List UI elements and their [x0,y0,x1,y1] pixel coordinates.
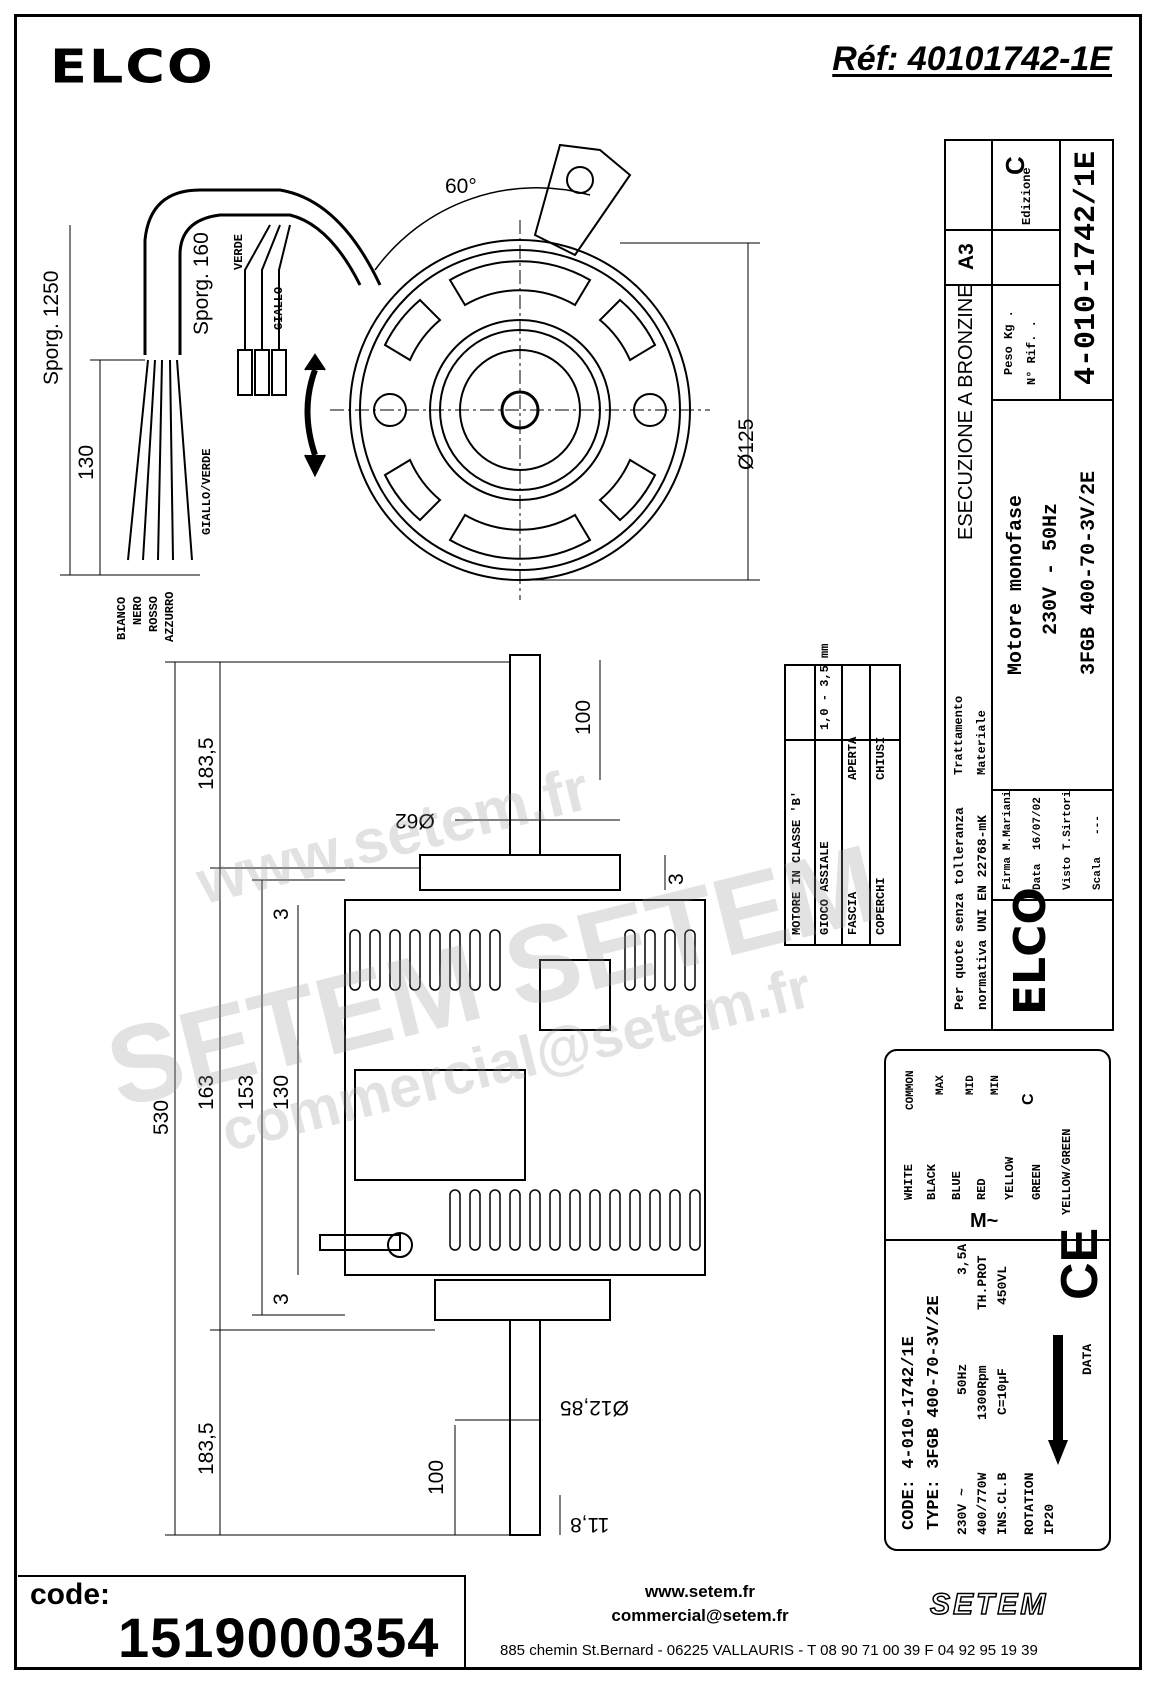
nameplate-current: 3,5A [955,1243,970,1275]
wire-white: WHITE [902,1163,916,1200]
nameplate-code: CODE: 4-010-1742/1E [900,1336,919,1530]
dim-530: 530 [150,1099,173,1135]
wire-rosso: ROSSO [147,595,161,632]
code-value: 1519000354 [118,1606,440,1669]
wire-blue: BLUE [950,1171,964,1200]
sporg-160-label: Sporg. 160 [190,232,213,335]
wire-nero: NERO [131,596,145,625]
wire-azzurro: AZZURRO [163,591,177,642]
class-row-0: MOTORE IN CLASSE 'B' [790,790,804,935]
drawing-number: 4-010-1742/1E [1070,150,1104,385]
treatment-label: Trattamento [952,695,966,775]
code-box [18,1575,466,1669]
voltage-frequency: 230V - 50Hz [1040,502,1063,635]
wiring-min: MIN [990,1075,1002,1095]
dim-100-bottom: 100 [425,1459,448,1495]
reference-number: Réf: 40101742-1E [832,40,1112,78]
footer-website[interactable]: www.setem.fr [645,1582,755,1601]
date-label: Data [1032,863,1044,890]
motor-type: Motore monofase [1005,494,1028,675]
scale-value: --- [1092,815,1104,835]
motor-symbol: M~ [970,1210,999,1232]
nameplate-rpm: 1300Rpm [975,1365,990,1420]
edition-label: Edizione [1020,167,1034,225]
wiring-max: MAX [935,1075,947,1095]
material-label: Materiale [975,710,989,775]
wire-giallo-verde: GIALLO/VERDE [200,448,214,535]
title-block [944,139,1114,1031]
dim-diameter-12-85: Ø12,85 [560,1396,629,1419]
nameplate-frequency: 50Hz [955,1363,970,1395]
code-label: code: [30,1578,111,1611]
title-block-logo: ELCO [1005,887,1056,1015]
capacitor-label: C [1020,1093,1037,1105]
wire-bianco: BIANCO [115,596,129,640]
nameplate-data: DATA [1080,1343,1095,1375]
motor-model: 3FGB 400-70-3V/2E [1078,470,1101,675]
wire-red: RED [975,1178,989,1200]
nameplate-power: 400/770W [975,1472,990,1535]
nameplate-cap-voltage: 450VL [995,1265,1010,1305]
tolerance-note-1: Per quote senza tolleranza [952,807,967,1010]
pulley-top [419,854,621,891]
signature-value: M.Mariani [1002,790,1014,850]
wire-yellow-green: YELLOW/GREEN [1060,1128,1074,1215]
tolerance-note-2: normativa UNI EN 22768-mK [975,814,990,1010]
ce-mark: CE [1051,1227,1109,1300]
nameplate-insulation: INS.CL.B [995,1472,1010,1535]
nameplate-thermal: TH.PROT [975,1255,990,1310]
dim-130-side: 130 [270,1074,293,1110]
wire-verde: VERDE [232,233,246,270]
wire-yellow: YELLOW [1003,1156,1017,1200]
wiring-mid: MID [965,1075,977,1095]
drawing-frame [14,14,1142,1670]
ref-label: N° Rif. . [1025,320,1039,385]
nameplate-voltage: 230V ~ [955,1488,970,1535]
date-value: 16/07/02 [1032,797,1044,850]
checked-value: T.Sirtori [1062,790,1074,850]
nameplate-ip: IP20 [1042,1503,1057,1535]
nameplate-capacitor: C=10µF [995,1368,1010,1415]
nameplate [884,1049,1111,1551]
wire-green: GREEN [1030,1163,1044,1200]
class-row-3-value: CHIUSI [874,736,888,780]
weight-label: Peso Kg . [1002,310,1016,375]
class-row-1-value: 1,0 - 3,5 mm [818,643,832,730]
wire-giallo: GIALLO [272,286,286,330]
dim-3-upper: 3 [270,908,293,920]
dim-100-top: 100 [572,699,595,735]
dim-183-bottom: 183,5 [195,1422,218,1475]
diameter-125-label: Ø125 [735,418,758,470]
checked-label: Visto [1062,856,1074,890]
pulley-bottom [434,1279,611,1321]
dim-3-pulley: 3 [665,873,688,885]
nameplate-type: TYPE: 3FGB 400-70-3V/2E [925,1295,944,1530]
wire-black: BLACK [925,1163,939,1200]
dim-11-8: 11,8 [570,1513,610,1536]
format-label: A3 [955,243,978,270]
edition-value: C [1000,156,1030,175]
elco-logo: ELCO [50,40,215,94]
signature-label: Firma [1002,856,1014,890]
dim-163: 163 [195,1074,218,1110]
dim-3-lower: 3 [270,1293,293,1305]
dim-130-front: 130 [75,444,98,480]
angle-label: 60° [445,175,477,198]
setem-logo: SETEM [929,1587,1049,1622]
dim-153: 153 [235,1074,258,1110]
scale-label: Scala [1092,856,1104,890]
footer-address: 885 chemin St.Bernard - 06225 VALLAURIS … [500,1642,1038,1659]
sporg-1250-label: Sporg. 1250 [40,270,63,385]
dim-diameter-62: Ø62 [395,809,435,832]
execution-note: ESECUZIONE A BRONZINE [955,284,977,540]
dim-183-top: 183,5 [195,737,218,790]
class-row-2-label: FASCIA [846,891,860,935]
footer-email[interactable]: commercial@setem.fr [611,1606,789,1625]
wiring-common: COMMON [905,1070,917,1110]
class-row-3-label: COPERCHI [874,877,888,935]
nameplate-rotation: ROTATION [1022,1472,1037,1535]
class-row-2-value: APERTA [846,736,860,780]
class-row-1-label: GIOCO ASSIALE [818,841,832,935]
